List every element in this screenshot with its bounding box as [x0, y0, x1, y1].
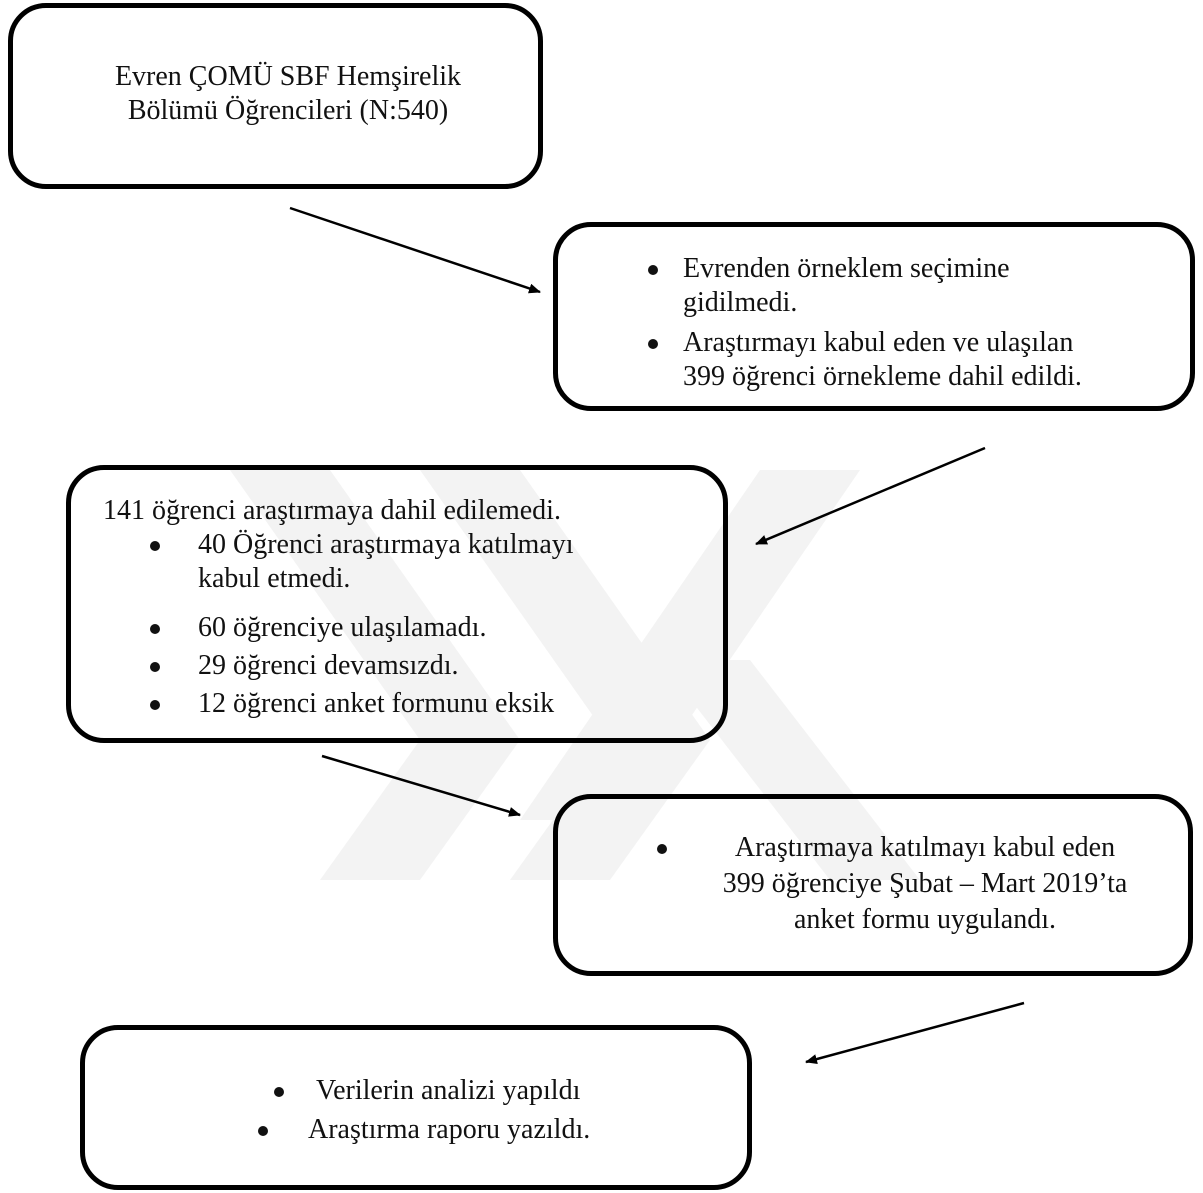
survey-line-3: anket formu uygulandı.	[793, 904, 1057, 935]
analysis-bullet-1	[274, 1087, 284, 1097]
sample-item-2-line-1: Araştırmayı kabul eden ve ulaşılan	[683, 327, 1074, 358]
survey-line-2: 399 öğrenciye Şubat – Mart 2019’ta	[722, 868, 1128, 899]
sample-bullet-1	[648, 265, 658, 275]
excluded-item-1-line-2: kabul etmedi.	[198, 563, 351, 594]
arrow-4	[805, 1001, 1025, 1064]
arrow-1	[289, 206, 541, 294]
arrow-3	[321, 754, 521, 817]
arrow-2	[755, 446, 986, 546]
excluded-bullet-2	[150, 624, 160, 634]
analysis-item-2: Araştırma raporu yazıldı.	[308, 1114, 591, 1145]
excluded-item-2: 60 öğrenciye ulaşılamadı.	[198, 612, 487, 643]
sample-item-2-line-2: 399 öğrenci örnekleme dahil edildi.	[683, 361, 1082, 392]
excluded-bullet-4	[150, 700, 160, 710]
survey-box	[553, 794, 1193, 976]
population-box	[8, 3, 543, 189]
excluded-item-3: 29 öğrenci devamsızdı.	[198, 650, 459, 681]
sample-box	[553, 222, 1195, 411]
excluded-item-4: 12 öğrenci anket formunu eksik	[198, 688, 555, 719]
excluded-bullet-3	[150, 662, 160, 672]
sample-item-1-line-1: Evrenden örneklem seçimine	[683, 253, 1010, 284]
survey-line-1: Araştırmaya katılmayı kabul eden	[734, 832, 1116, 863]
population-line-2: Bölümü Öğrencileri (N:540)	[127, 95, 449, 126]
analysis-bullet-2	[258, 1126, 268, 1136]
analysis-box	[80, 1025, 752, 1190]
survey-bullet	[657, 844, 667, 854]
excluded-heading: 141 öğrenci araştırmaya dahil edilemedi.	[103, 495, 561, 526]
excluded-bullet-1	[150, 541, 160, 551]
population-line-1: Evren ÇOMÜ SBF Hemşirelik	[114, 61, 462, 92]
sample-item-1-line-2: gidilmedi.	[683, 287, 798, 318]
sample-bullet-2	[648, 339, 658, 349]
analysis-item-1: Verilerin analizi yapıldı	[316, 1075, 581, 1106]
excluded-box	[66, 465, 728, 743]
excluded-item-1-line-1: 40 Öğrenci araştırmaya katılmayı	[198, 529, 574, 560]
